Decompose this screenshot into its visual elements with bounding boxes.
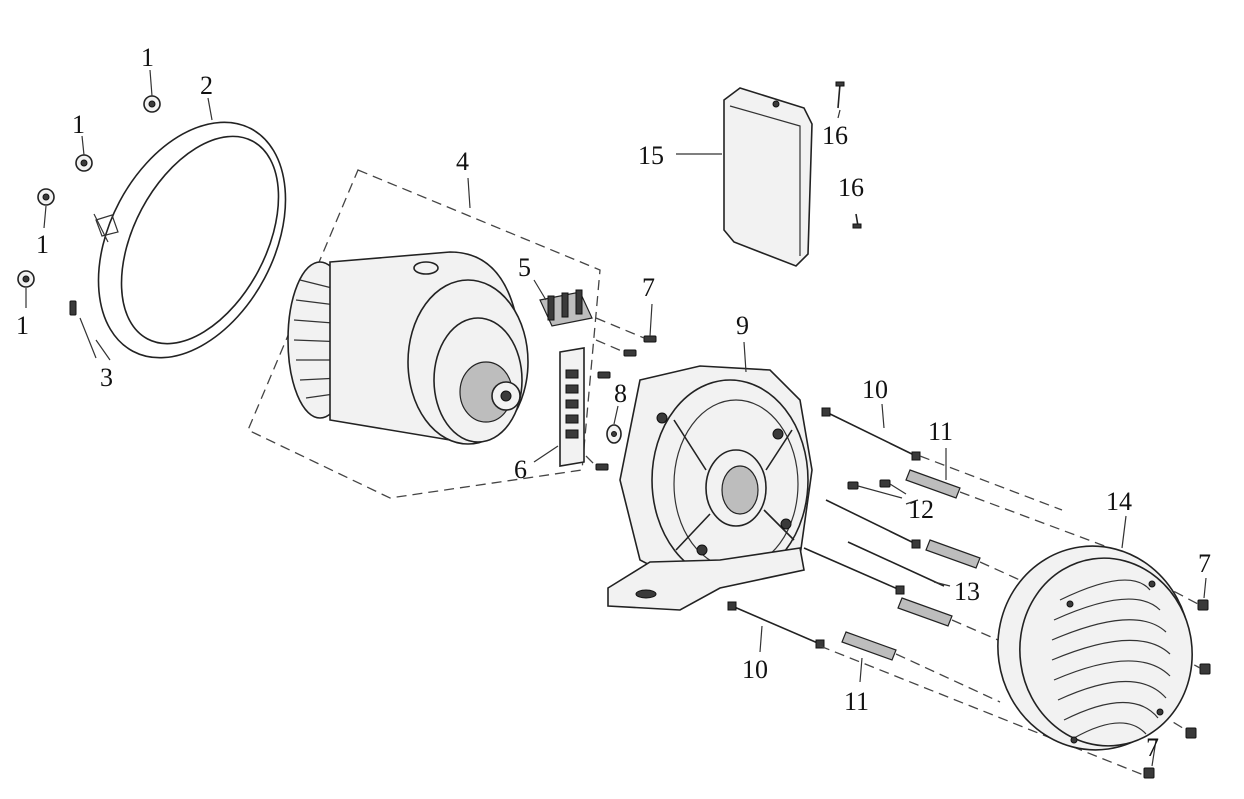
leader-lines xyxy=(25,69,1207,767)
plate-part-6 xyxy=(559,347,585,467)
nut-part-1 xyxy=(17,95,161,288)
label-9: 9 xyxy=(736,311,749,340)
dashed-screw-lines xyxy=(585,317,645,467)
label-7-right: 7 xyxy=(1198,549,1211,578)
label-15: 15 xyxy=(638,141,664,170)
label-14: 14 xyxy=(1106,487,1132,516)
spacers-part-11 xyxy=(841,469,981,661)
label-1-upper: 1 xyxy=(72,110,85,139)
band-part-2 xyxy=(93,121,287,359)
bracket-part-9 xyxy=(607,365,813,611)
screws-part-12 xyxy=(847,479,907,499)
label-5: 5 xyxy=(518,253,531,282)
label-16-upper: 16 xyxy=(822,121,848,150)
label-10-upper: 10 xyxy=(862,375,888,404)
pins-part-16 xyxy=(835,81,862,229)
label-8: 8 xyxy=(614,379,627,408)
label-11-upper: 11 xyxy=(928,417,953,446)
label-16-lower: 16 xyxy=(838,173,864,202)
label-7-upper: 7 xyxy=(642,273,655,302)
label-2: 2 xyxy=(200,71,213,100)
screws-part-7 xyxy=(595,335,1211,779)
cover-part-15 xyxy=(723,87,813,267)
label-10-lower: 10 xyxy=(742,655,768,684)
label-4: 4 xyxy=(456,147,469,176)
guard-part-14 xyxy=(997,545,1193,751)
label-6: 6 xyxy=(514,455,527,484)
label-1-middle: 1 xyxy=(36,230,49,259)
label-1-bottom: 1 xyxy=(16,311,29,340)
washer-part-8 xyxy=(606,424,622,444)
label-13: 13 xyxy=(954,577,980,606)
label-7-bottom: 7 xyxy=(1146,733,1159,762)
label-3: 3 xyxy=(100,363,113,392)
assembly-part-4 xyxy=(247,169,601,499)
part-labels: 1 1 1 1 2 3 4 5 6 7 7 7 8 9 10 10 11 11 … xyxy=(16,43,1211,762)
label-12: 12 xyxy=(908,495,934,524)
label-1-top: 1 xyxy=(141,43,154,72)
screw-part-3 xyxy=(69,300,97,359)
bolts-part-10 xyxy=(727,407,945,649)
terminal-part-5 xyxy=(539,289,593,327)
label-11-lower: 11 xyxy=(844,687,869,716)
